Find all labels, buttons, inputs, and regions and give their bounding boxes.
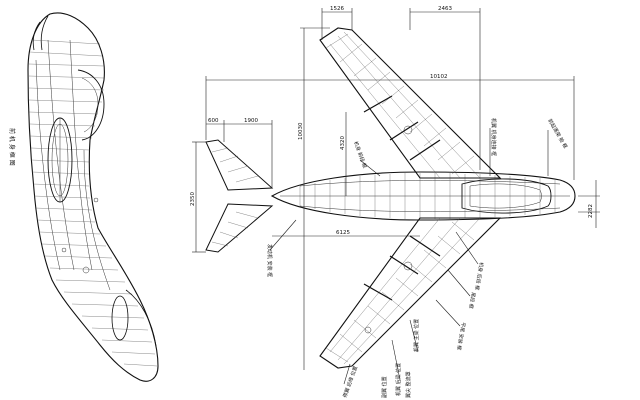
note-1: 机翼 机身连接 框	[490, 118, 497, 156]
dim-6125: 6125	[336, 230, 350, 236]
fuselage-outline	[270, 171, 576, 221]
dim-600: 600	[208, 118, 219, 124]
dim-10102: 10102	[430, 74, 448, 80]
note-10: 襟翼 后缘 位置	[341, 365, 359, 399]
note-6: 尾段 框	[467, 292, 477, 310]
note-12: 翼尖 整流罩	[405, 371, 412, 398]
side-view	[27, 12, 159, 382]
dim-2350: 2350	[190, 192, 196, 206]
dim-4320: 4320	[340, 136, 346, 150]
dim-10030: 10030	[298, 122, 304, 140]
dim-1900: 1900	[244, 118, 258, 124]
dim-2463: 2463	[438, 6, 452, 12]
upper-wing-outline	[319, 27, 502, 179]
dim-1526: 1526	[330, 6, 344, 12]
note-9: 机翼 后梁 位置	[395, 363, 402, 396]
note-11: 副翼 位置	[381, 376, 388, 398]
dimension-lines	[192, 8, 600, 385]
note-8: 机翼 主梁 位置	[413, 319, 420, 352]
lower-tailplane	[205, 203, 274, 253]
lower-wing-outline	[319, 217, 502, 369]
note-7: 平尾 安装 框	[455, 322, 467, 351]
note-2: 前起落架 舱 框	[546, 118, 569, 150]
note-4: 发动机 安装 框	[266, 244, 273, 277]
dim-2282: 2282	[588, 204, 594, 218]
annotation-notes: 机翼 机身连接 框 前起落架 舱 框 机身 前段 框 发动机 安装 框 机身 后…	[266, 118, 569, 399]
note-3: 机身 前段 框	[352, 140, 368, 169]
side-view-title: 前 机 身 框 图	[8, 128, 16, 166]
canopy-outline	[461, 178, 552, 214]
plan-view	[205, 27, 576, 369]
note-5: 机身 后段 框	[473, 262, 485, 291]
upper-tailplane	[205, 139, 274, 191]
